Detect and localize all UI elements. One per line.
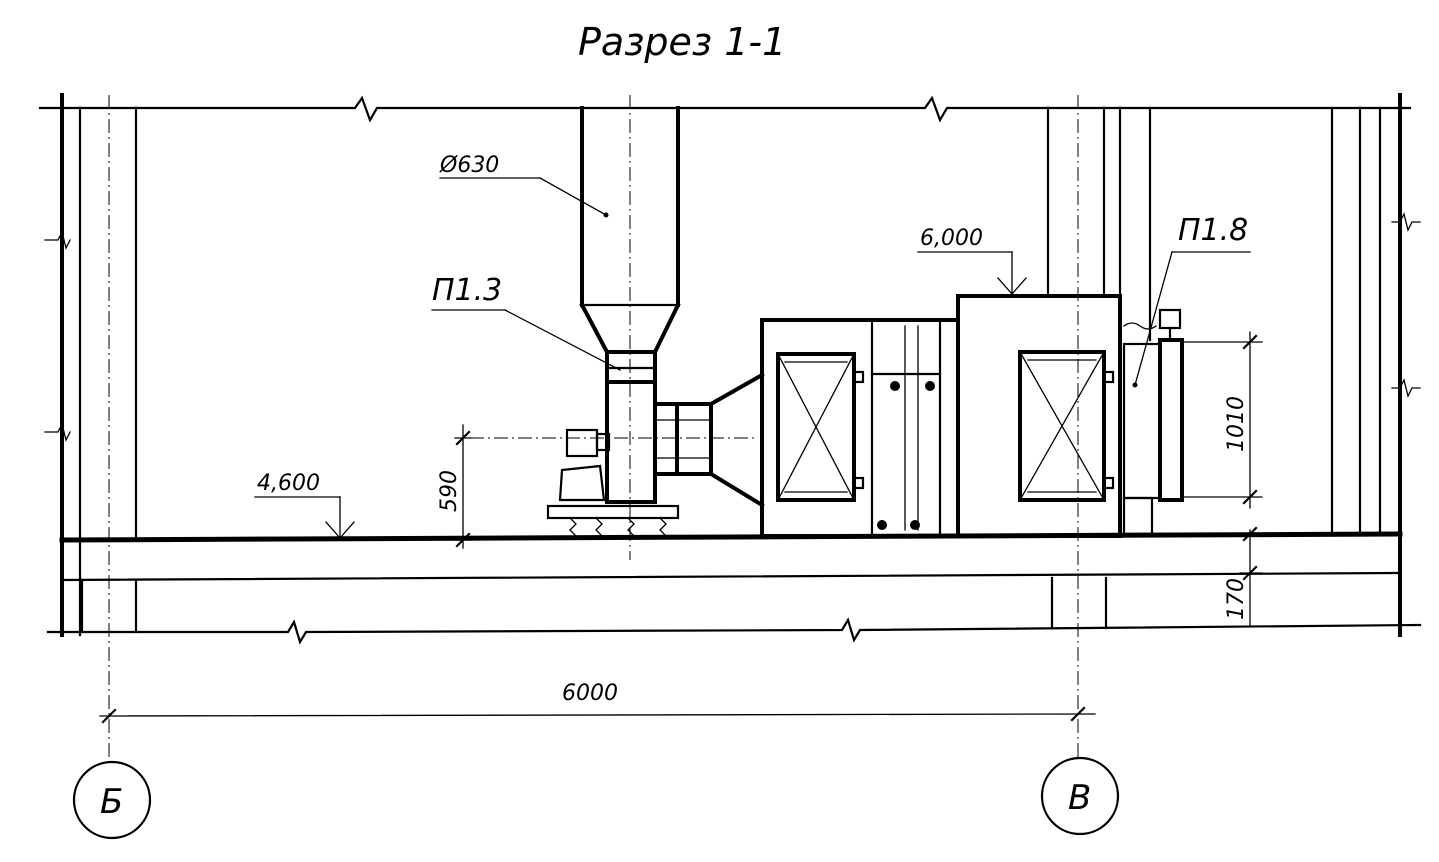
pipe-diameter-callout: Ø630 (439, 153, 609, 218)
floor-slab (46, 531, 1422, 645)
dimension-590-text: 590 (437, 470, 462, 512)
dimension-170-text: 170 (1224, 578, 1249, 620)
dimension-1010: 1010 (1181, 331, 1263, 509)
level-floor-text: 4,600 (257, 471, 320, 496)
far-right-column (1330, 93, 1421, 637)
axis-v-label: В (1068, 778, 1091, 818)
duct-pipe (579, 95, 681, 560)
pipe-diameter-text: Ø630 (439, 153, 499, 178)
ceiling-line (38, 95, 1412, 123)
fan-unit-p13 (470, 350, 765, 537)
right-column-v (1046, 106, 1152, 630)
axis-bubble-b: Б (72, 760, 152, 840)
dimension-590: 590 (437, 424, 473, 549)
dimension-6000: 6000 (99, 681, 1096, 724)
air-handler-right (956, 294, 1184, 538)
unit-p18-callout: П1.8 (1132, 213, 1251, 388)
unit-p18-text: П1.8 (1178, 213, 1248, 248)
unit-p13-callout: П1.3 (431, 273, 621, 371)
level-top-text: 6,000 (920, 226, 983, 251)
level-mark-top: 6,000 (917, 226, 1027, 295)
air-handler-left (760, 318, 960, 538)
axis-b-label: Б (100, 782, 123, 822)
dimension-1010-text: 1010 (1224, 396, 1249, 452)
unit-p13-text: П1.3 (432, 273, 502, 308)
dimension-170: 170 (1224, 526, 1263, 626)
dimension-6000-text: 6000 (562, 681, 618, 706)
level-mark-floor: 4,600 (254, 471, 355, 539)
left-column (44, 93, 138, 637)
section-title: Разрез 1-1 (578, 20, 786, 64)
axis-bubble-v: В (1040, 756, 1120, 836)
